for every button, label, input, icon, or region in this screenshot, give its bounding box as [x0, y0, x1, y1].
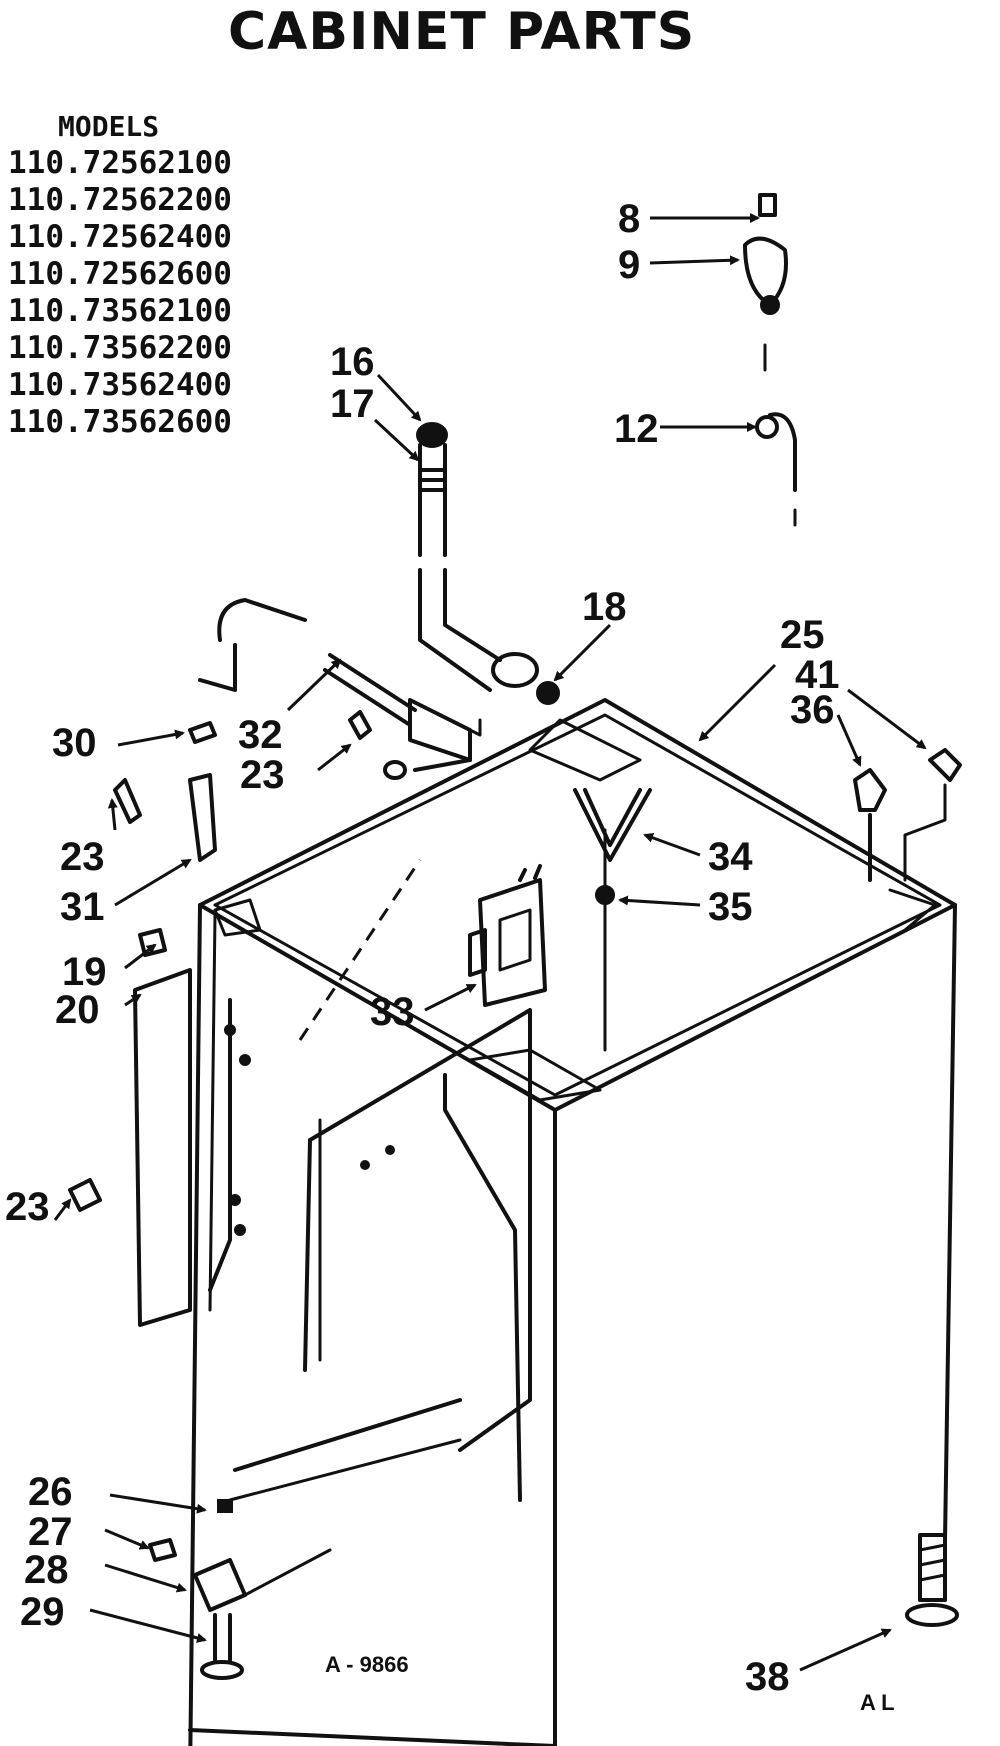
lid-switch [468, 864, 547, 1007]
model-number: 110.72562400 [8, 219, 232, 255]
cabinet [133, 698, 957, 1746]
callout-41: 41 [795, 653, 840, 697]
hole [385, 1145, 395, 1155]
mounting-bracket [198, 598, 482, 780]
inlet-hose [416, 422, 560, 705]
callout-28: 28 [24, 1548, 69, 1592]
callout-38: 38 [745, 1655, 790, 1699]
models-list: MODELS 110.72562100 110.72562200 110.725… [8, 108, 232, 441]
cabinet-right-edge [943, 903, 957, 1542]
hole [360, 1160, 370, 1170]
left-corner-bracket [213, 898, 262, 937]
opening-bottom [233, 1398, 462, 1472]
callout-23: 23 [5, 1185, 50, 1229]
callout-26: 26 [28, 1470, 73, 1514]
opening-bottom-inner [228, 1438, 462, 1502]
model-number: 110.72562200 [8, 182, 232, 218]
leveling-leg-front [148, 1499, 332, 1680]
leveling-leg-rear [905, 1533, 959, 1627]
model-number: 110.72562600 [8, 256, 232, 292]
callout-32: 32 [238, 713, 283, 757]
callout-29: 29 [20, 1590, 65, 1634]
callout-23: 23 [240, 753, 285, 797]
front-corner-bracket [468, 1048, 602, 1102]
model-number: 110.73562200 [8, 330, 232, 366]
callout-8: 8 [618, 197, 640, 241]
callout-20: 20 [55, 988, 100, 1032]
callout-25: 25 [780, 613, 825, 657]
callout-31: 31 [60, 885, 105, 929]
hidden-line [298, 859, 422, 1041]
initials-mark: A L [860, 1690, 895, 1715]
callout-34: 34 [708, 835, 753, 879]
hose-clamp-assembly [743, 193, 797, 527]
model-number: 110.73562600 [8, 404, 232, 440]
callout-35: 35 [708, 885, 753, 929]
callout-19: 19 [62, 950, 107, 994]
page-title: CABINET PARTS [228, 2, 696, 62]
callout-16: 16 [330, 340, 375, 384]
callout-23: 23 [60, 835, 105, 879]
rear-corner-bracket [528, 718, 642, 782]
diagram-code: A - 9866 [325, 1652, 409, 1677]
hole [224, 1024, 236, 1036]
callout-12: 12 [614, 407, 659, 451]
access-door [133, 968, 192, 1327]
panel-fold [443, 1073, 522, 1502]
callout-9: 9 [618, 243, 640, 287]
callout-30: 30 [52, 721, 97, 765]
cabinet-left-edge [188, 903, 202, 1746]
model-number: 110.73562400 [8, 367, 232, 403]
service-opening-left [303, 1138, 312, 1372]
hinge-assembly [573, 788, 652, 905]
callout-36: 36 [790, 688, 835, 732]
callout-17: 17 [330, 382, 375, 426]
hole [234, 1224, 246, 1236]
service-opening-back [308, 1008, 532, 1452]
lid-bumpers [853, 748, 962, 882]
cabinet-left-inner-edge [208, 913, 217, 1312]
cabinet-top-rim [198, 698, 957, 1112]
hole [229, 1194, 241, 1206]
callout-27: 27 [28, 1510, 73, 1554]
right-corner-bracket [888, 888, 937, 932]
model-number: 110.73562100 [8, 293, 232, 329]
callout-18: 18 [582, 585, 627, 629]
models-header: MODELS [58, 110, 160, 143]
small-parts-left [68, 721, 217, 1212]
hole [239, 1054, 251, 1066]
callout-33: 33 [370, 990, 415, 1034]
cabinet-bottom-left [188, 1728, 557, 1746]
left-opening-edge [208, 998, 232, 1292]
leader-lines [53, 213, 927, 1672]
cabinet-top-inner-rim [213, 713, 942, 1097]
callout-labels: 8 9 12 16 17 18 19 20 23 23 23 25 26 27 … [5, 197, 840, 1699]
model-number: 110.72562100 [8, 145, 232, 181]
